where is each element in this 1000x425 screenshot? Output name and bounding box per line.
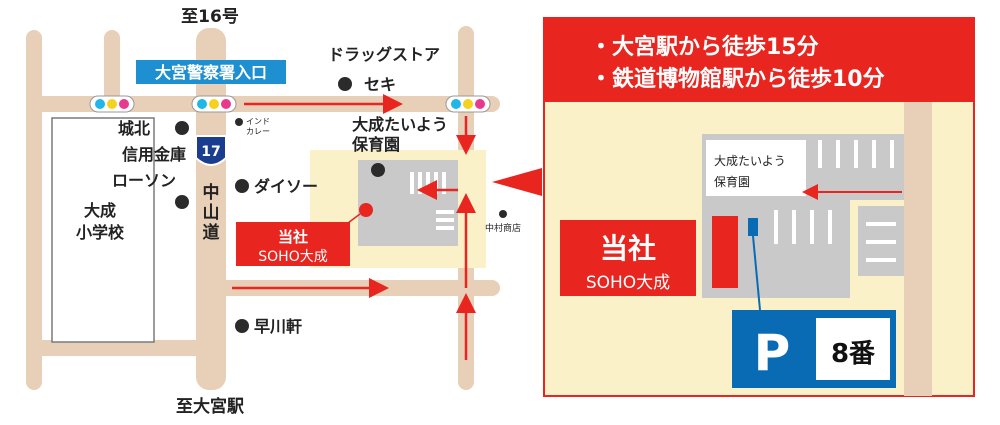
- detail-nursery-box: [706, 140, 806, 196]
- detail-office-label: SOHO大成: [586, 273, 670, 293]
- school-block: [51, 117, 155, 343]
- bank-label: 城北: [118, 119, 150, 138]
- route-number: 17: [201, 144, 220, 160]
- police-sign-label: 大宮警察署入口: [155, 63, 267, 82]
- detail-header-line: ・大宮駅から徒歩15分: [590, 34, 819, 60]
- landmark-dot-icon: [371, 163, 385, 177]
- bank-label: 信用金庫: [122, 145, 186, 164]
- drugstore-label: ドラッグストア: [328, 45, 440, 64]
- road-name-char: 中: [203, 182, 220, 203]
- school-label: 小学校: [76, 223, 125, 242]
- parking-leader-line: [752, 235, 761, 311]
- office-label: 当社: [278, 228, 308, 246]
- hayakawa-label: 早川軒: [254, 317, 302, 336]
- lawson-label: ローソン: [112, 171, 176, 190]
- road-southwest: [26, 340, 216, 356]
- detail-road: [904, 102, 932, 396]
- road-north-stub: [104, 30, 120, 110]
- detail-header-line: ・鉄道博物館駅から徒歩10分: [590, 66, 885, 92]
- school-label: 大成: [84, 201, 116, 220]
- south-destination: 至大宮駅: [176, 396, 245, 417]
- road-name-char: 山: [203, 203, 220, 223]
- north-destination: 至16号: [181, 7, 239, 27]
- daiso-label: ダイソー: [254, 177, 318, 196]
- landmark-dot-icon: [175, 195, 189, 209]
- nakamura-label: 中村商店: [485, 222, 521, 234]
- detail-nursery-label: 保育園: [714, 174, 750, 189]
- detail-header: [544, 18, 974, 102]
- office-building: [712, 216, 738, 288]
- drugstore-label: セキ: [364, 75, 396, 94]
- nursery-label: 大成たいよう: [352, 115, 448, 134]
- detail-office-badge: [560, 220, 696, 296]
- parking-icon: P: [754, 324, 791, 382]
- office-badge: [236, 222, 350, 266]
- parking-spot-8: [748, 218, 758, 236]
- office-marker-icon: [359, 203, 373, 217]
- landmark-dot-icon: [175, 121, 189, 135]
- nursery-label: 保育園: [351, 135, 400, 154]
- traffic-light-icon: [191, 95, 237, 113]
- traffic-light-icon: [89, 95, 135, 113]
- indian-label: カレー: [246, 127, 270, 136]
- route-shield-icon: 17: [195, 135, 227, 166]
- road-west: [26, 30, 42, 390]
- parking-number: 8番: [831, 339, 876, 369]
- police-sign: [136, 60, 286, 84]
- detail-nursery-label: 大成たいよう: [714, 154, 786, 168]
- landmark-dot-icon: [338, 77, 352, 91]
- indian-label: インド: [246, 117, 270, 126]
- detail-office-label: 当社: [600, 232, 656, 265]
- landmark-dot-icon: [235, 179, 249, 193]
- landmark-dot-icon: [235, 118, 243, 126]
- landmark-dot-icon: [235, 319, 249, 333]
- landmark-dot-icon: [499, 210, 507, 218]
- parking-number-box: [816, 318, 890, 380]
- road-name-char: 道: [203, 222, 220, 243]
- office-label: SOHO大成: [258, 249, 327, 265]
- callout-pointer: [492, 168, 542, 196]
- traffic-light-icon: [445, 95, 491, 113]
- route-arrows: [232, 94, 476, 360]
- road-nakasendo: [196, 28, 226, 390]
